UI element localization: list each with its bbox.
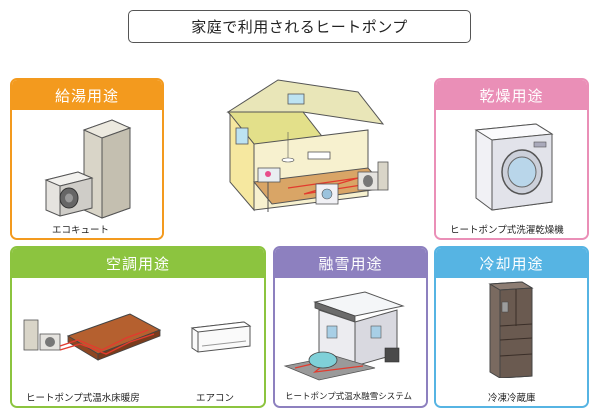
snow-melting-header: 融雪用途 [275,248,426,278]
hot-water-caption: エコキュート [52,225,110,236]
snow-melting-card: 融雪用途 ヒートポンプ式温水融雪システム [273,246,428,408]
house-cutaway-icon [226,79,389,212]
floor-heating-caption: ヒートポンプ式温水床暖房 [26,393,140,404]
air-conditioning-header: 空調用途 [12,248,264,278]
air-conditioner-caption: エアコン [196,393,235,404]
air-conditioner-icon [190,321,252,353]
drying-header: 乾燥用途 [436,80,587,110]
cooling-card: 冷却用途 冷凍冷蔵庫 [434,246,589,408]
hot-water-header: 給湯用途 [12,80,162,110]
page-title: 家庭で利用されるヒートポンプ [128,10,471,43]
air-conditioning-card: 空調用途 ヒートポンプ式温水床暖房 エアコン [10,246,266,408]
hot-water-card: 給湯用途 エコキュート [10,78,164,240]
cooling-header: 冷却用途 [436,248,587,278]
drying-card: 乾燥用途 ヒートポンプ式洗濯乾燥機 [434,78,589,240]
floor-heating-icon [23,313,162,361]
eco-cute-unit-icon [44,119,132,219]
snow-melting-caption: ヒートポンプ式温水融雪システム [285,392,412,402]
cooling-caption: 冷凍冷蔵庫 [488,393,536,404]
refrigerator-icon [488,281,534,378]
washer-dryer-icon [474,123,554,211]
drying-caption: ヒートポンプ式洗濯乾燥機 [450,225,564,236]
snow-melting-house-icon [283,291,405,381]
